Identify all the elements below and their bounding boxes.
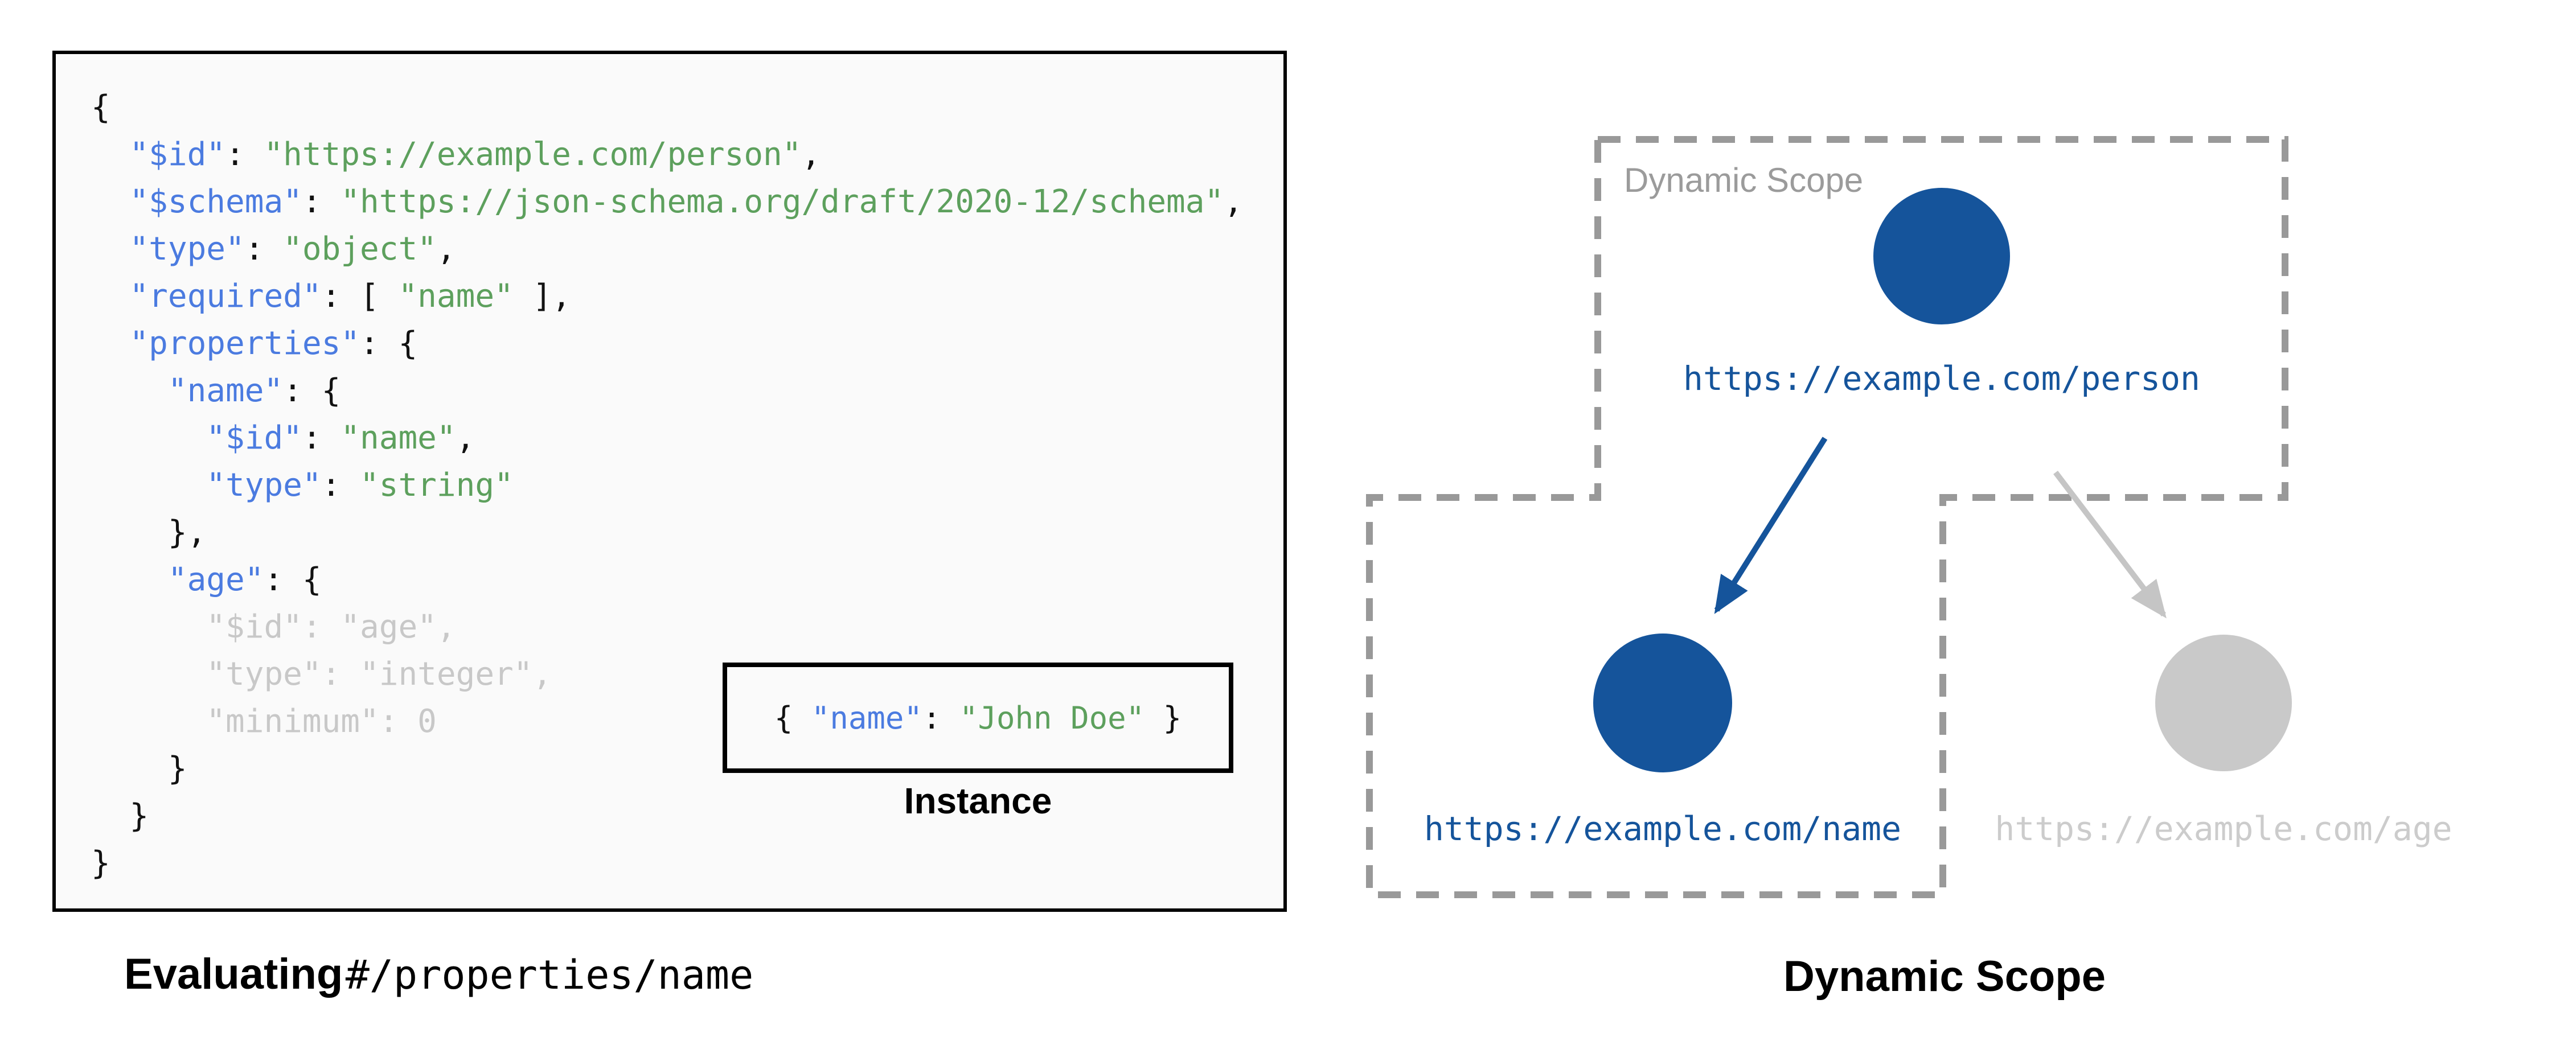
code-token: "John Doe" [959,700,1145,736]
code-token: : [225,136,264,173]
code-token: , [436,608,456,645]
code-token: "type" [206,467,322,504]
code-token: , [436,231,456,268]
code-line: }, [91,509,1243,556]
left-caption-word: Evaluating [124,950,343,998]
instance-label: Instance [904,780,1052,821]
code-token: "name" [341,419,456,456]
code-token: "name" [398,278,514,315]
code-line: { [91,84,1243,131]
code-line: "required": [ "name" ], [91,273,1243,320]
code-token: } [91,845,110,882]
code-token: ], [513,278,571,315]
code-token: "https://example.com/person" [264,136,802,173]
code-token: } [129,797,149,834]
code-token: : { [283,372,341,409]
code-token: "name" [167,372,284,409]
code-line: } [91,745,1243,792]
code-token: , [532,656,552,693]
schema-node-person [1873,188,2010,324]
code-token: , [1224,183,1243,220]
dynamic-scope-boundary [1366,136,2288,898]
schema-node-age [2155,635,2292,771]
node-label-name: https://example.com/name [1424,809,1902,848]
code-token: "string" [360,467,514,504]
code-token: , [801,136,821,173]
code-line: } [91,792,1243,840]
left-caption: Evaluating #/properties/name [124,949,753,999]
code-token: } [1145,700,1182,736]
code-token: : [922,700,959,736]
code-token: { [774,700,811,736]
right-caption: Dynamic Scope [1783,952,2106,1001]
schema-panel: { "$id": "https://example.com/person", "… [52,51,1287,912]
code-token: "integer" [360,656,533,693]
code-token: "$schema" [129,183,302,220]
code-line: "minimum": 0 [91,698,1243,745]
code-token: "properties" [129,325,360,362]
code-token: "$id" [206,608,302,645]
code-line: "$id": "https://example.com/person", [91,131,1243,178]
code-line: "properties": { [91,320,1243,367]
code-token: "$id" [206,419,302,456]
code-line: "age": { [91,556,1243,603]
code-line: "type": "integer", [91,651,1243,698]
code-token: "$id" [129,136,226,173]
code-token: : { [264,561,322,598]
reference-arrow-age [2053,470,2167,619]
code-line: "name": { [91,367,1243,414]
code-token: "required" [129,278,322,315]
schema-node-name [1593,634,1732,772]
code-token: "https://json-schema.org/draft/2020-12/s… [341,183,1224,220]
instance-code: { "name": "John Doe" } [774,700,1182,736]
code-token: : [302,419,341,456]
code-token: "type" [206,656,322,693]
code-token: : [321,467,360,504]
dynamic-scope-box-label: Dynamic Scope [1624,161,1864,199]
code-token: "minimum" [206,703,379,740]
code-line: "type": "string" [91,462,1243,509]
left-caption-pointer: #/properties/name [345,952,754,998]
code-token: "object" [283,231,437,268]
code-token: : [302,608,341,645]
reference-arrow-name [1714,437,1828,614]
code-line: "$schema": "https://json-schema.org/draf… [91,178,1243,225]
code-token: "name" [811,700,922,736]
code-token: : [302,183,341,220]
code-token: : { [360,325,418,362]
code-token: , [456,419,475,456]
code-token: "age" [341,608,437,645]
code-token: "type" [129,231,245,268]
code-token: : [244,231,284,268]
code-token: { [91,89,110,126]
code-line: "$id": "name", [91,414,1243,462]
code-token: }, [167,514,207,551]
instance-box: { "name": "John Doe" } [723,663,1233,773]
code-token: : 0 [379,703,437,740]
code-token: : [321,656,360,693]
code-token: : [ [321,278,399,315]
code-line: "type": "object", [91,225,1243,273]
node-label-age: https://example.com/age [1995,809,2452,848]
code-token: "age" [167,561,264,598]
node-label-person: https://example.com/person [1683,359,2200,398]
code-line: } [91,840,1243,887]
code-token: } [167,750,187,787]
code-line: "$id": "age", [91,603,1243,651]
schema-code: { "$id": "https://example.com/person", "… [91,84,1243,887]
